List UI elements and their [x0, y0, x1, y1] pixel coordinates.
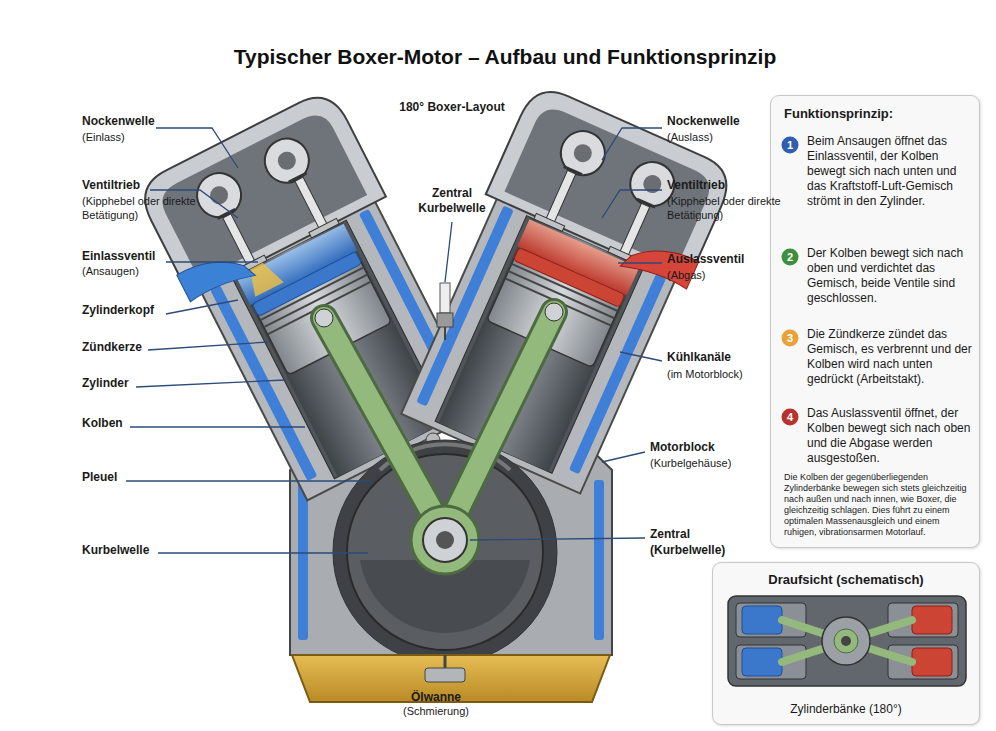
number-circle-shape — [782, 249, 799, 266]
top-view-panel: Draufsicht (schematisch) Zylinderbänke (1… — [712, 562, 980, 725]
part-label: (Kurbelgehäuse) — [650, 457, 731, 471]
part-label: Zentral Kurbelwelle — [397, 186, 507, 216]
step-number: 1 — [781, 136, 799, 154]
step-text: Beim Ansaugen öffnet das Einlassventil, … — [807, 134, 972, 209]
part-label: Zentral — [650, 527, 690, 542]
part-label: Kühlkanäle — [667, 350, 731, 365]
part-label: (Kurbelwelle) — [650, 543, 725, 558]
part-label: Zylinderkopf — [82, 303, 154, 318]
callout-number: 3 — [781, 331, 799, 345]
part-label: Einlassventil — [82, 249, 155, 264]
callout-number: 1 — [781, 138, 799, 152]
part-label: (Ansaugen) — [82, 265, 139, 279]
panel-heading: Funktionsprinzip: — [784, 106, 974, 122]
step-text: Der Kolben bewegt sich nach oben und ver… — [807, 246, 972, 306]
part-label: Ölwanne — [381, 690, 491, 705]
part-label: Kurbelwelle — [82, 543, 149, 558]
step-number: 3 — [781, 329, 799, 347]
part-label: 180° Boxer-Layout — [397, 100, 507, 115]
number-circle-shape — [782, 409, 799, 426]
step-text: Die Zündkerze zündet das Gemisch, es ver… — [807, 327, 972, 387]
callout-number: 2 — [781, 250, 799, 264]
part-label: Nockenwelle — [667, 114, 740, 129]
panel-heading: Draufsicht (schematisch) — [713, 572, 979, 588]
panel-note: Die Kolben der gegenüberliegenden Zylind… — [784, 472, 974, 538]
part-label: Auslassventil — [667, 252, 744, 267]
part-label: (Einlass) — [82, 131, 125, 145]
part-label: Motorblock — [650, 440, 715, 455]
part-label: Ventiltrieb — [667, 178, 725, 193]
part-label: (Abgas) — [667, 269, 706, 283]
part-label: (im Motorblock) — [667, 368, 743, 382]
part-label: (Kipphebel oder direkte Betätigung) — [667, 195, 797, 223]
step-text: Das Auslassventil öffnet, der Kolben bew… — [807, 406, 972, 466]
part-label: Kolben — [82, 416, 123, 431]
info-panel: Funktionsprinzip: Beim Ansaugen öffnet da… — [770, 95, 980, 548]
part-label: Zündkerze — [82, 340, 142, 355]
number-circle-shape — [782, 137, 799, 154]
callout-number: 4 — [781, 410, 799, 424]
part-label: (Kipphebel oder direkte Betätigung) — [82, 195, 212, 223]
part-label: Zylinder — [82, 376, 129, 391]
part-label: (Auslass) — [667, 131, 713, 145]
diagram-title: Typischer Boxer-Motor – Aufbau und Funkt… — [10, 44, 996, 70]
step-number: 2 — [781, 248, 799, 266]
part-label: Pleuel — [82, 470, 117, 485]
part-label: Nockenwelle — [82, 114, 155, 129]
part-label: (Schmierung) — [381, 705, 491, 719]
panel-caption: Zylinderbänke (180°) — [713, 702, 979, 717]
part-label: Ventiltrieb — [82, 178, 140, 193]
step-number: 4 — [781, 408, 799, 426]
number-circle-shape — [782, 330, 799, 347]
